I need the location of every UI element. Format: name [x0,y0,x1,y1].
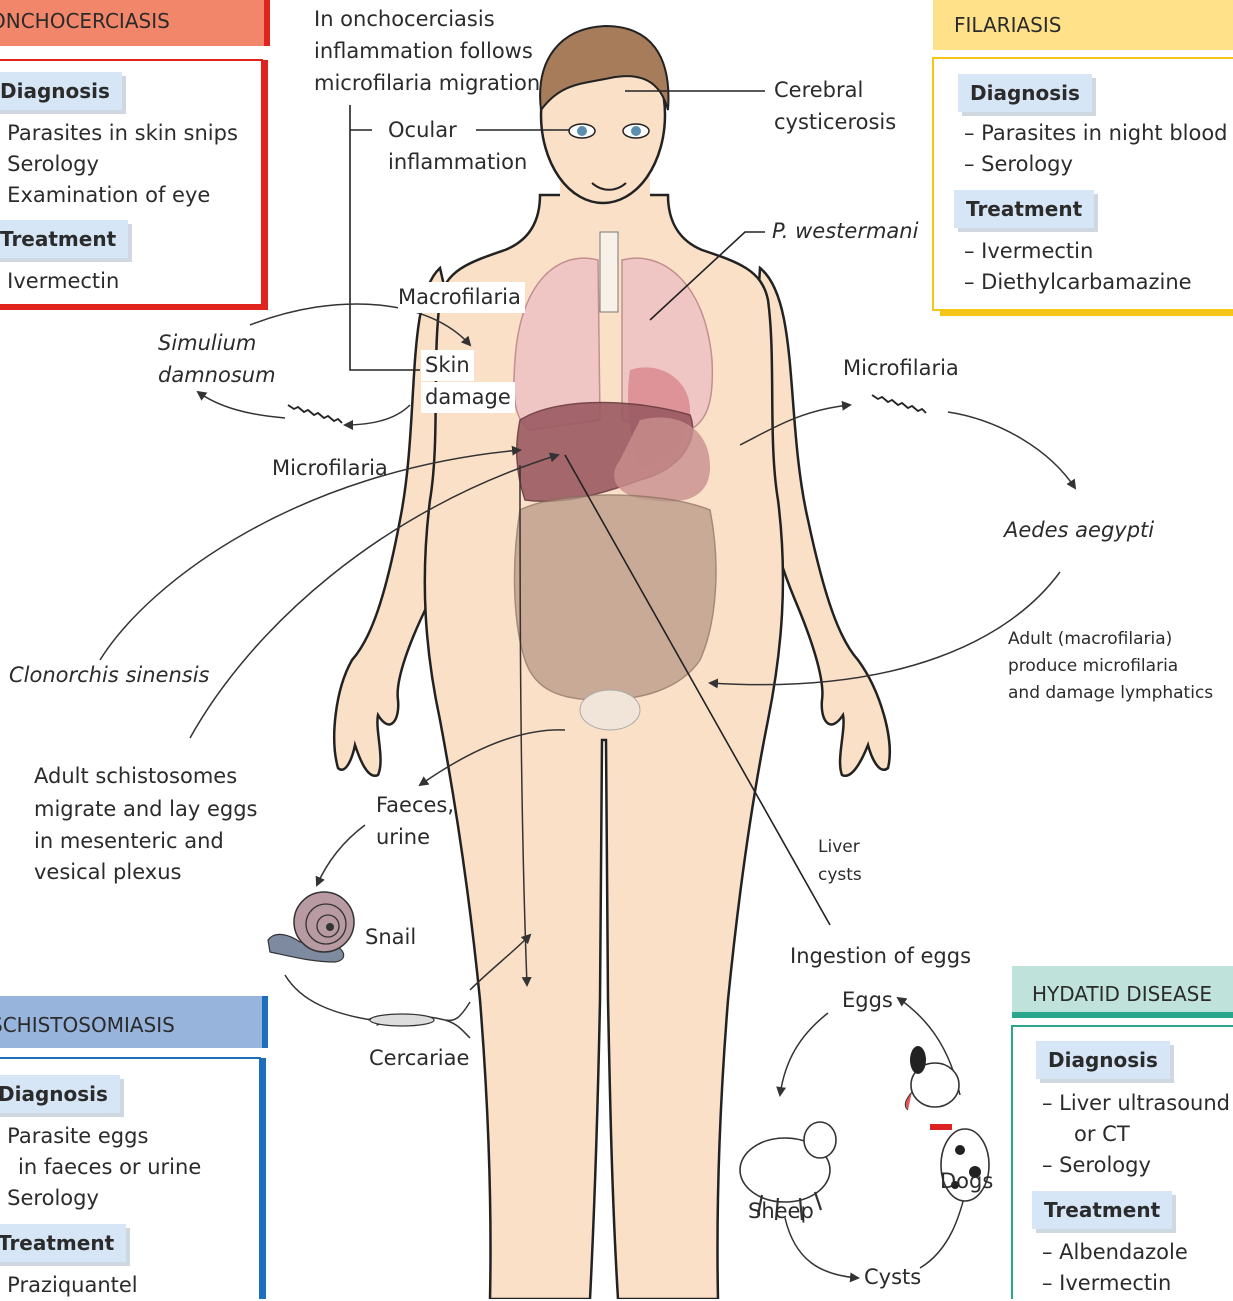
adult-macrofilaria-label: produce microfilaria [1008,653,1178,680]
schistosomiasis-diagnosis-label: Diagnosis [0,1075,120,1113]
liver-cysts-label: cysts [818,862,862,889]
onchocerciasis-diagnosis-item: – Examination of eye [0,180,210,211]
filariasis-treatment-label: Treatment [954,190,1094,228]
adult-schistosomes-label: Adult schistosomes [34,761,237,792]
aedes-label: Aedes aegypti [1004,515,1154,546]
hydatid-diagnosis-item: or CT [1074,1119,1130,1150]
macrofilaria-label: Macrofilaria [398,282,525,313]
oncho-note-label: microfilaria migration [314,68,540,99]
snail-icon [268,892,354,962]
cerebral-label: Cerebral [774,75,863,106]
simulium-label: Simulium [158,328,256,359]
schistosomiasis-diagnosis-item: – Parasite eggs [0,1121,148,1152]
cercariae-label: Cercariae [369,1043,469,1074]
filariasis-treatment-item: – Diethylcarbamazine [964,267,1192,298]
onchocerciasis-diagnosis-item: – Parasites in skin snips [0,118,238,149]
hydatid-treatment-item: – Albendazole [1042,1237,1188,1268]
schistosomiasis-diagnosis-item: – Serology [0,1183,99,1214]
skin-damage-label: Skin [421,350,474,381]
hydatid-diagnosis-label: Diagnosis [1036,1041,1170,1079]
cercariae-icon [368,1002,470,1038]
sheep-label: Sheep [748,1196,814,1227]
ocular-label: Ocular [388,115,457,146]
ocular-label: inflammation [388,147,527,178]
filariasis-treatment-item: – Ivermectin [964,236,1093,267]
filariasis-diagnosis-label: Diagnosis [958,74,1092,112]
ingestion-label: Ingestion of eggs [790,941,971,972]
onchocerciasis-title: ONCHOCERCIASIS [0,7,170,35]
dogs-label: Dogs [940,1166,993,1197]
adult-schistosomes-label: in mesenteric and [34,826,224,857]
adult-macrofilaria-label: and damage lymphatics [1008,680,1213,707]
liver-cysts-label: Liver [818,834,860,861]
adult-schistosomes-label: migrate and lay eggs [34,794,257,825]
hydatid-title: HYDATID DISEASE [1026,980,1212,1008]
simulium-label: damnosum [158,360,276,391]
hydatid-diagnosis-item: – Liver ultrasound [1042,1088,1230,1119]
schistosomiasis-treatment-label: Treatment [0,1224,126,1262]
oncho-note-label: In onchocerciasis [314,4,495,35]
faeces-label: Faeces, [376,790,454,821]
cysts-label: Cysts [864,1262,921,1293]
hydatid-diagnosis-item: – Serology [1042,1150,1151,1181]
schistosomiasis-treatment-item: – Praziquantel [0,1270,138,1301]
filariasis-diagnosis-item: – Serology [964,149,1073,180]
hydatid-treatment-label: Treatment [1032,1191,1172,1229]
onchocerciasis-treatment-label: Treatment [0,220,128,258]
adult-schistosomes-label: vesical plexus [34,857,181,888]
p-westermani-label: P. westermani [772,216,918,247]
schistosomiasis-title: SCHISTOSOMIASIS [0,1011,175,1039]
schistosomiasis-diagnosis-item: in faeces or urine [18,1152,201,1183]
skin-damage-label: damage [421,382,515,413]
microfilaria-left-icon [288,405,342,423]
cerebral-label: cysticerosis [774,107,896,138]
microfilaria-right-label: Microfilaria [843,353,959,384]
onchocerciasis-diagnosis-label: Diagnosis [0,72,122,110]
adult-macrofilaria-label: Adult (macrofilaria) [1008,626,1172,653]
filariasis-title: FILARIASIS [948,11,1061,39]
eggs-label: Eggs [842,985,893,1016]
snail-label: Snail [365,922,416,953]
microfilaria-right-icon [872,395,926,413]
oncho-note-label: inflammation follows [314,36,533,67]
onchocerciasis-treatment-item: – Ivermectin [0,266,119,297]
microfilaria-left-label: Microfilaria [272,453,388,484]
filariasis-diagnosis-item: – Parasites in night blood [964,118,1228,149]
onchocerciasis-diagnosis-item: – Serology [0,149,99,180]
clonorchis-label: Clonorchis sinensis [9,660,209,691]
faeces-label: urine [376,822,430,853]
hydatid-treatment-item: – Ivermectin [1042,1268,1171,1299]
